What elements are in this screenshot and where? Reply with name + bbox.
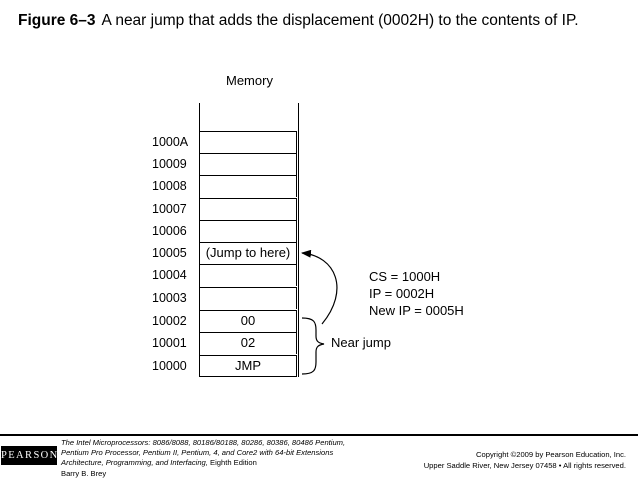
memory-cell-10000: JMP (199, 355, 297, 377)
memory-cell-10004 (199, 264, 297, 286)
copyright-block: Copyright ©2009 by Pearson Education, In… (424, 449, 626, 471)
jump-arrow (301, 249, 338, 325)
memory-cell-10006 (199, 220, 297, 242)
new-ip-register: New IP = 0005H (369, 303, 464, 318)
address-10004: 10004 (152, 268, 187, 282)
ip-register: IP = 0002H (369, 286, 435, 301)
memory-cell-10007 (199, 198, 297, 220)
memory-cell-10003 (199, 287, 297, 309)
address-10006: 10006 (152, 224, 187, 238)
memory-cell-10009 (199, 153, 297, 175)
address-10002: 10002 (152, 314, 187, 328)
copyright-text: Copyright ©2009 by Pearson Education, In… (476, 450, 626, 459)
memory-cell-10008 (199, 175, 297, 197)
book-title-line3: Architecture, Programming, and Interfaci… (61, 458, 208, 468)
address-10003: 10003 (152, 291, 187, 305)
address-1000A: 1000A (152, 135, 189, 149)
book-author: Barry B. Brey (61, 468, 107, 478)
cs-register: CS = 1000H (369, 269, 441, 284)
memory-cell-10002: 00 (199, 310, 297, 332)
near-jump-label: Near jump (331, 335, 391, 350)
figure-title: Figure 6–3 A near jump that adds the disp… (18, 12, 579, 30)
book-citation: The Intel Microprocessors: 8086/8088, 80… (61, 438, 345, 479)
pearson-logo: PEARSON (1, 446, 57, 465)
address-10001: 10001 (152, 336, 187, 350)
address-10000: 10000 (152, 359, 187, 373)
memory-cell-10001: 02 (199, 332, 297, 354)
figure-caption: A near jump that adds the displacement (… (101, 12, 579, 29)
book-edition: Eighth Edition (210, 458, 257, 468)
footer-divider (0, 434, 638, 436)
book-title-line1: The Intel Microprocessors: 8086/8088, 80… (61, 438, 346, 447)
memory-cell-10005: (Jump to here) (199, 242, 297, 264)
figure-label: Figure 6–3 (18, 12, 96, 29)
book-title-line2: Pentium Pro Processor, Pentium II, Penti… (61, 448, 334, 458)
address-10005: 10005 (152, 246, 187, 260)
memory-heading: Memory (226, 73, 273, 88)
address-10008: 10008 (152, 179, 187, 193)
address-10007: 10007 (152, 202, 187, 216)
near-jump-brace (301, 317, 325, 375)
memory-cell-1000A (199, 131, 297, 153)
address-10009: 10009 (152, 157, 187, 171)
publisher-address: Upper Saddle River, New Jersey 07458 • A… (423, 461, 626, 470)
